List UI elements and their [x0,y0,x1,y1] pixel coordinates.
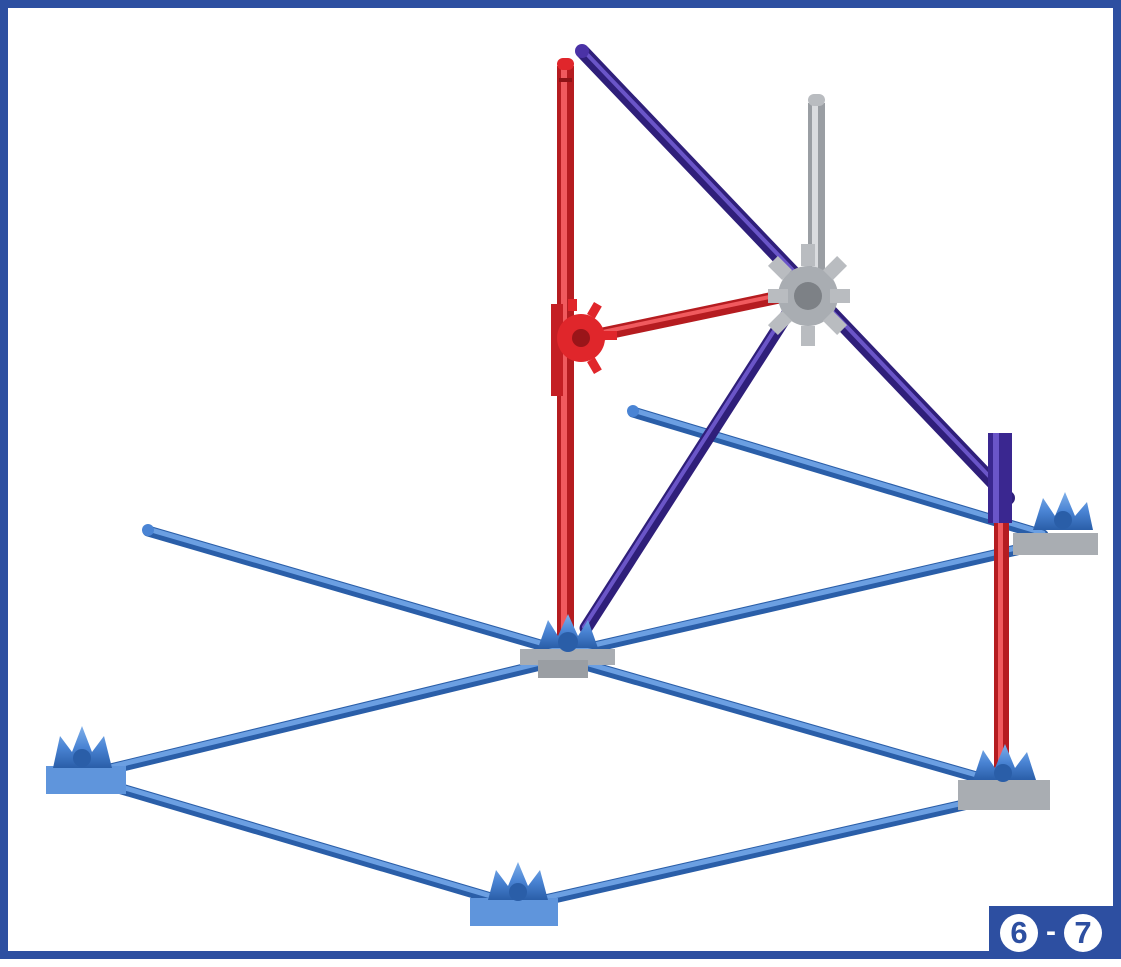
blue-rod-center-to-right [562,539,1044,659]
blue-rod-center-to-left [92,654,567,778]
rod-end-cap [142,524,154,536]
red-connector [551,299,617,396]
purple-rods [575,44,1015,635]
front-right-hub [958,744,1050,810]
red-rod-horizontal [596,286,800,342]
left-hub [46,726,126,794]
rod-end-cap [627,405,639,417]
gray-rod [808,94,825,278]
blue-rod-center-to-front-right [562,654,1014,792]
blue-rod-back-left [142,525,567,657]
red-rod-right [994,513,1009,778]
build-diagram [46,44,1098,926]
right-back-hub [1013,492,1098,555]
purple-connector [988,433,1012,523]
step-from-number: 6 [1000,913,1038,952]
purple-rod-lower-diagonal [579,306,795,635]
blue-rod-front-to-right [517,790,1009,911]
rod-end-cap [575,44,589,58]
step-badge: 6 - 7 [989,906,1113,959]
gray-connector [767,244,850,346]
step-separator: - [1046,914,1056,948]
front-hub [470,862,558,926]
blue-rod-back-right [627,406,1049,541]
blue-rod-left-to-front [92,776,524,912]
center-hub [520,614,615,678]
step-to-number: 7 [1064,913,1102,952]
blue-rods [92,405,1049,912]
